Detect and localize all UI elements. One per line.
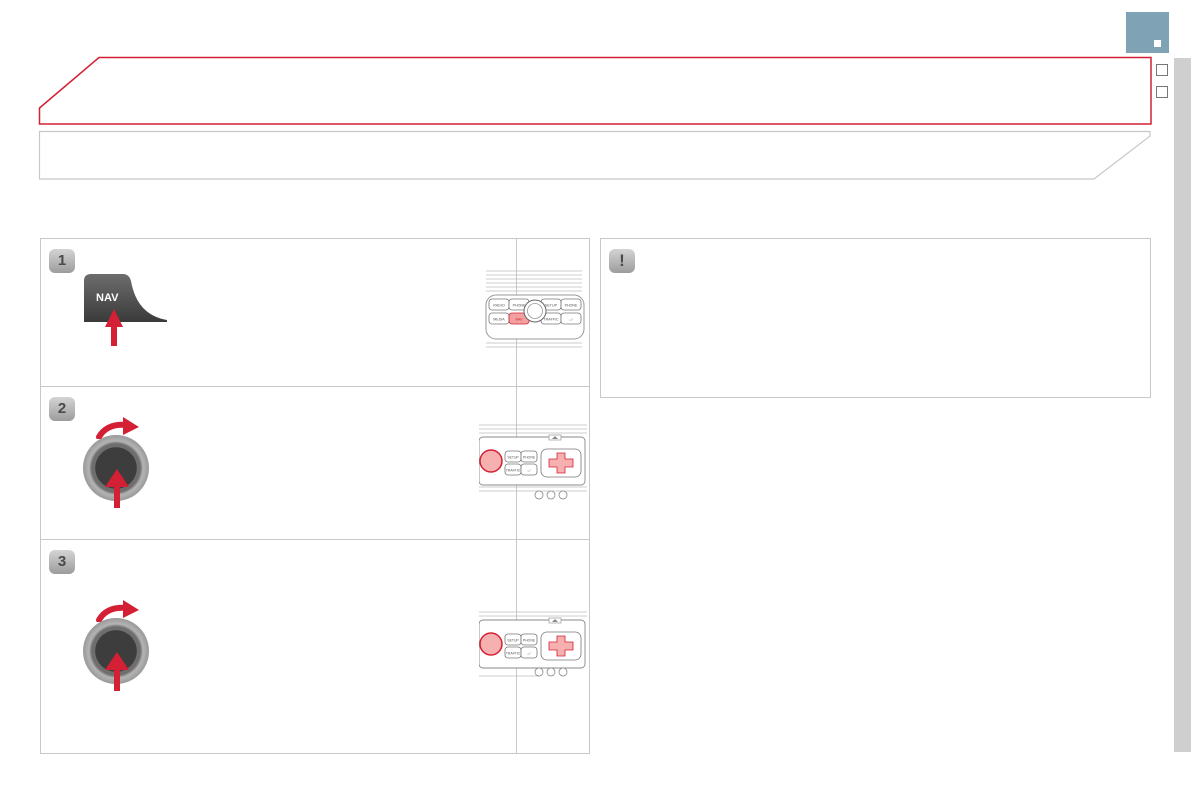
page-corner-tab — [1126, 12, 1169, 53]
svg-text:SETUP: SETUP — [507, 456, 519, 460]
step-2-badge: 2 — [49, 397, 75, 421]
svg-text:RADIO: RADIO — [493, 304, 505, 308]
step-1-box: 1 NAV RADIO PHONE SETUP PHONE MEDIA NAV TRAFF… — [40, 238, 590, 387]
svg-text:TRAFFIC: TRAFFIC — [506, 652, 521, 656]
press-arrow-icon — [105, 652, 129, 691]
nav-button-label: NAV — [96, 292, 119, 304]
step-1-badge: 1 — [49, 249, 75, 273]
corner-tab-mark — [1154, 40, 1161, 47]
svg-text:TRAFFIC: TRAFFIC — [543, 318, 559, 322]
svg-text:SETUP: SETUP — [545, 304, 558, 308]
svg-text:⤾: ⤾ — [570, 318, 573, 322]
page-scrollbar[interactable] — [1174, 58, 1191, 752]
svg-text:PHONE: PHONE — [523, 639, 536, 643]
svg-text:PHONE: PHONE — [523, 456, 536, 460]
step-3-box: 3 SETUP PHONE TRAFFIC ⤾ — [40, 539, 590, 754]
svg-text:PHONE: PHONE — [513, 304, 526, 308]
control-panel-thumbnail-3: SETUP PHONE TRAFFIC ⤾ — [479, 611, 587, 677]
control-panel-thumbnail-1: RADIO PHONE SETUP PHONE MEDIA NAV TRAFFIC ⤾ — [485, 270, 585, 348]
control-panel-thumbnail-2: SETUP PHONE TRAFFIC ⤾ — [479, 424, 587, 500]
side-square-top — [1156, 64, 1168, 76]
chapter-header-banner — [38, 56, 1152, 125]
svg-text:PHONE: PHONE — [565, 304, 578, 308]
rotate-arrow-icon — [96, 600, 139, 622]
step-2-box: 2 SETUP PHONE TRAFFIC ⤾ — [40, 386, 590, 540]
svg-text:NAV: NAV — [515, 318, 523, 322]
section-header-banner — [38, 130, 1151, 180]
svg-text:⤾: ⤾ — [528, 652, 531, 656]
press-arrow-icon — [105, 469, 129, 508]
svg-text:TRAFFIC: TRAFFIC — [506, 469, 521, 473]
svg-text:⤾: ⤾ — [528, 469, 531, 473]
svg-text:MEDIA: MEDIA — [493, 318, 505, 322]
svg-text:SETUP: SETUP — [507, 639, 519, 643]
warning-icon: ! — [609, 249, 635, 273]
side-square-bottom — [1156, 86, 1168, 98]
nav-button-icon — [84, 274, 167, 346]
rotate-arrow-icon — [96, 417, 139, 439]
step-3-badge: 3 — [49, 550, 75, 574]
warning-box: ! — [600, 238, 1151, 398]
